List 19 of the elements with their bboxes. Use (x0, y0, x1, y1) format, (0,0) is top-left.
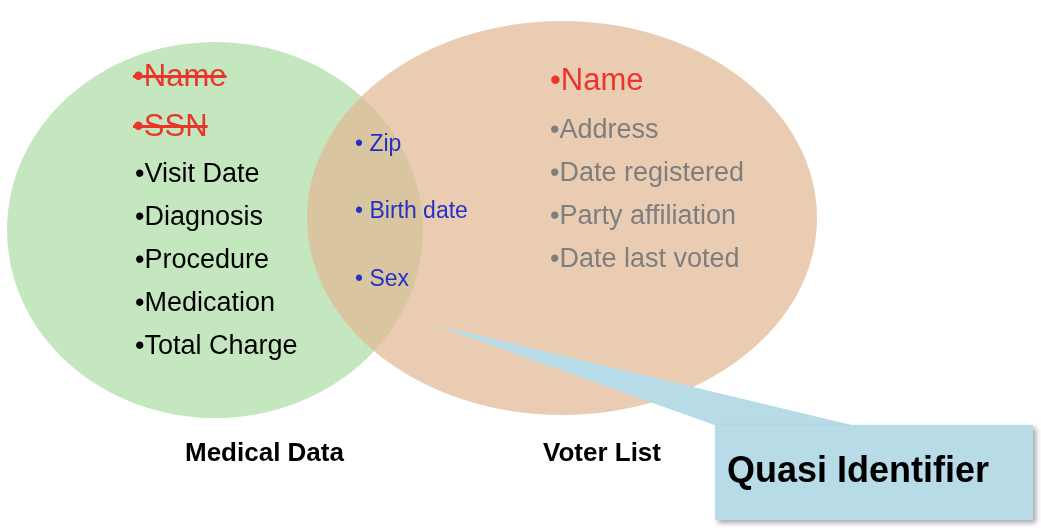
list-item: •Date registered (550, 157, 745, 188)
set-label: Voter List (543, 437, 661, 468)
list-item: • Zip (355, 130, 402, 157)
list-item: • Sex (355, 265, 410, 292)
list-item: •Party affiliation (550, 200, 737, 231)
list-item: •Procedure (135, 244, 270, 275)
list-item: •Address (550, 114, 659, 145)
list-item: • Birth date (355, 197, 468, 224)
list-item: •Date last voted (550, 243, 740, 274)
list-item: •SSN (133, 108, 208, 144)
list-item: •Total Charge (135, 330, 298, 361)
list-item: •Medication (135, 287, 276, 318)
callout-box (715, 425, 1033, 520)
list-item: •Name (133, 58, 227, 94)
list-item: •Diagnosis (135, 201, 263, 232)
callout-text: Quasi Identifier (727, 449, 990, 491)
set-label: Medical Data (185, 437, 344, 468)
list-item: •Name (550, 62, 644, 98)
list-item: •Visit Date (135, 158, 260, 189)
